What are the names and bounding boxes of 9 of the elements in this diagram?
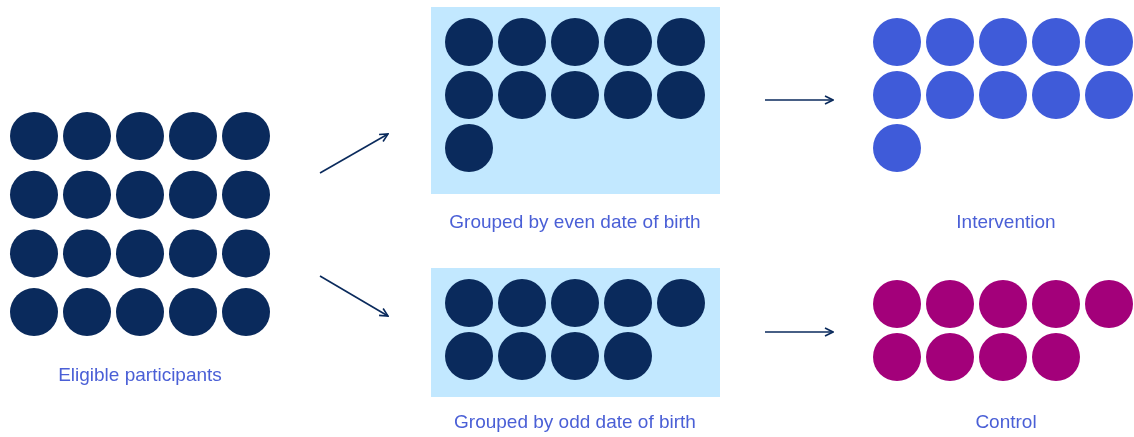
- arrow: [319, 133, 389, 174]
- arrow: [319, 275, 389, 317]
- arrow: [764, 95, 834, 105]
- group-label: Grouped by even date of birth: [448, 210, 702, 234]
- arrow: [764, 327, 834, 337]
- group-label: Grouped by odd date of birth: [453, 410, 697, 434]
- group-label: Intervention: [955, 210, 1057, 234]
- group-label: Eligible participants: [57, 363, 223, 387]
- group-label: Control: [974, 410, 1038, 434]
